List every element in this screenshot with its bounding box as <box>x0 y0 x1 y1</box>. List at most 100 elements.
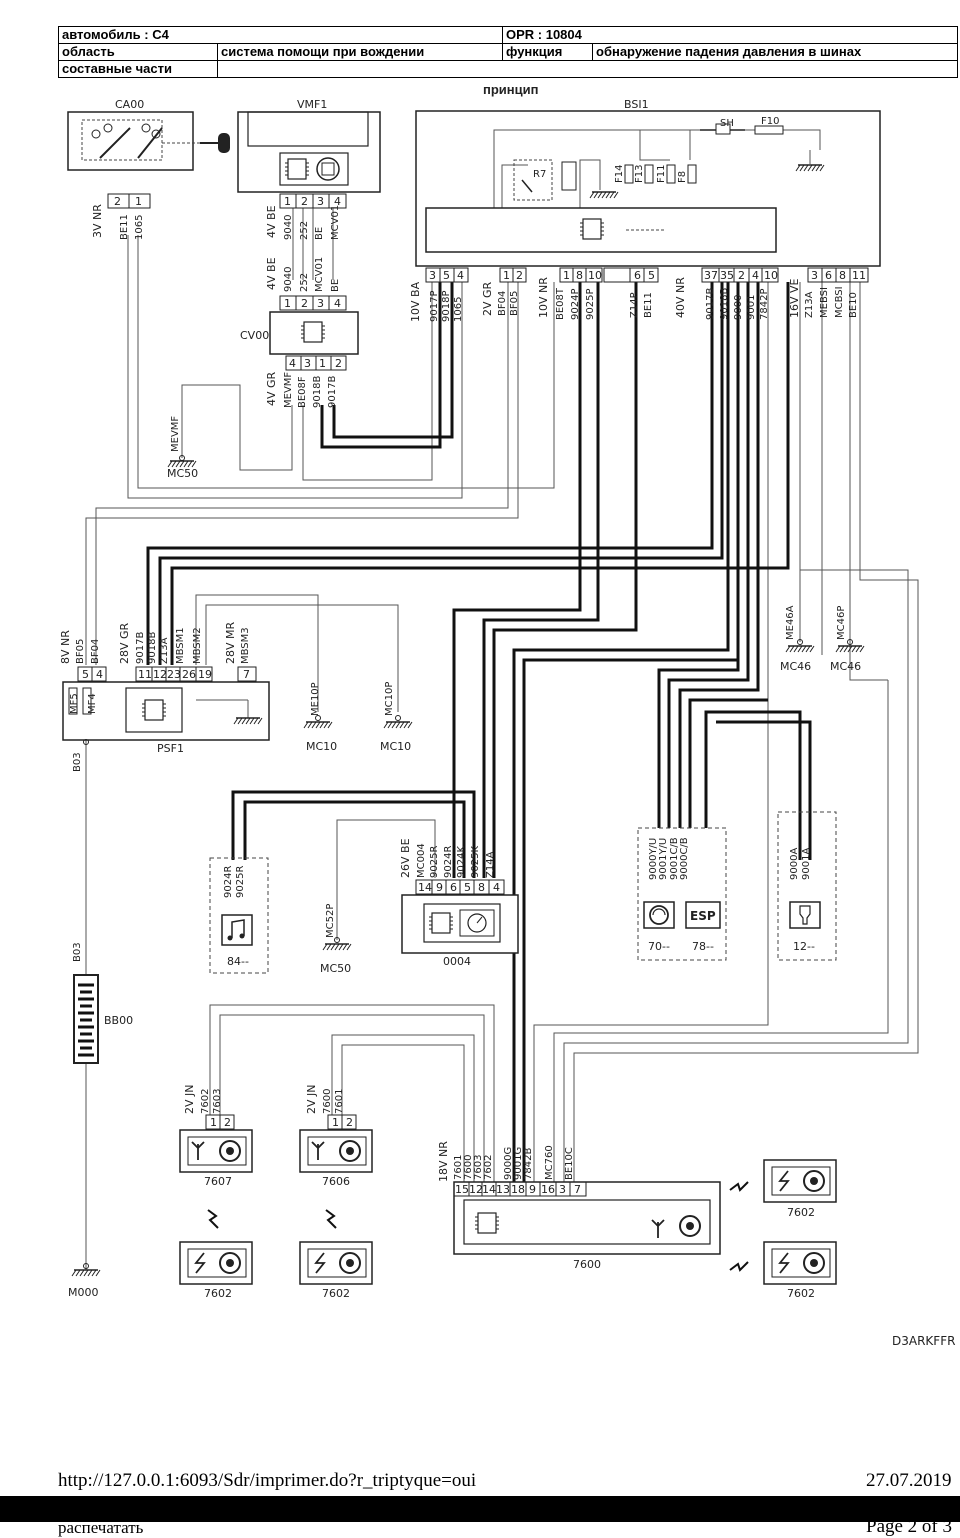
bsi-ve-pin-8: 8 <box>839 269 846 282</box>
ca00-pin-2: 2 <box>114 195 121 208</box>
ca00-sig-1065: 1065 <box>134 215 145 240</box>
c0004-pin-5: 5 <box>464 881 471 894</box>
cv00-bot-pin-1: 1 <box>319 357 326 370</box>
bsi-ba-sig-3: 1065 <box>453 297 464 322</box>
ground-mc50-bottom: MC52P MC50 <box>320 904 352 975</box>
vmf1-sig-2: 252 <box>299 221 310 240</box>
ground-mc52p-label: MC52P <box>325 904 336 938</box>
antenna-icon <box>311 1141 325 1160</box>
footer-page-number: Page 2 of 3 <box>866 1516 953 1537</box>
bsi-nr10-pin-10: 10 <box>588 269 602 282</box>
c12-sig-1: 9000A <box>789 848 800 880</box>
wireless-icon <box>729 1181 749 1192</box>
psf-mr-pin-7: 7 <box>243 668 250 681</box>
lightning-icon <box>194 1252 206 1274</box>
page-separator-bar <box>0 1496 960 1522</box>
c7600-pin-16: 16 <box>541 1183 555 1196</box>
vmf1-label: VMF1 <box>297 98 327 111</box>
psf-nr-pin-5: 5 <box>82 668 89 681</box>
cv00-conn-top-title: 4V BE <box>265 257 278 290</box>
bsi1-connectors: 3 5 4 10V BA 9017P 9018P 1065 1 2 2V GR … <box>409 267 869 322</box>
ca00-conn-title: 3V NR <box>91 204 104 238</box>
c7602-c-label: 7602 <box>787 1206 815 1219</box>
c7600-pin-14: 14 <box>482 1183 496 1196</box>
battery-bb00: B03 BB00 <box>72 942 133 1064</box>
bsi-z-sig-2: BE11 <box>643 292 654 318</box>
c7600-sig-9: BE10C <box>564 1147 575 1180</box>
vmf1-conn-title: 4V BE <box>265 205 278 238</box>
ground-mc10-b-label: MC10 <box>380 740 411 753</box>
c7600-pin-7: 7 <box>574 1183 581 1196</box>
c7600-pin-12: 12 <box>469 1183 483 1196</box>
bsi-gr-sig-1: BF04 <box>497 291 508 316</box>
cv00-top-pin-3: 3 <box>317 297 324 310</box>
c12-label: 12-- <box>793 940 815 953</box>
bsi-z-pin-5: 5 <box>648 269 655 282</box>
footer-date: 27.07.2019 <box>866 1470 952 1491</box>
vmf1-pin-1: 1 <box>284 195 291 208</box>
c7606-label: 7606 <box>322 1175 350 1188</box>
c7600-sig-2: 7600 <box>463 1155 474 1180</box>
cv00-module: 4V BE 9040 252 MCV01 BE 1 2 3 4 CV00 4 3… <box>240 257 359 408</box>
bsi-nr10-pin-8: 8 <box>576 269 583 282</box>
ground-mc10p-label: MC10P <box>384 682 395 716</box>
bsi-nr40-sig-3: 9000 <box>733 295 744 320</box>
ground-mc10-a: ME10P MC10 <box>303 682 337 753</box>
bsi-ve-pin-3: 3 <box>811 269 818 282</box>
psf-mr-sig-1: MBSM3 <box>240 627 251 664</box>
fuse-f8-label: F8 <box>677 171 688 183</box>
cv00-top-pin-4: 4 <box>334 297 341 310</box>
c7606-sig-1: 7600 <box>322 1089 333 1114</box>
psf-gr-pin-23: 23 <box>167 668 181 681</box>
wiring-diagram: принцип <box>59 82 955 1348</box>
footer-print-link[interactable]: распечатать <box>58 1518 144 1537</box>
fuse-f11-label: F11 <box>656 165 667 183</box>
sensor-12: 9000A 9001A 12-- <box>777 811 837 961</box>
psf-gr-pin-26: 26 <box>182 668 196 681</box>
vmf1-pin-4: 4 <box>334 195 341 208</box>
c7600-pin-15: 15 <box>455 1183 469 1196</box>
antenna-icon <box>651 1219 665 1238</box>
bsi-ba-title: 10V BA <box>409 281 422 322</box>
psf-gr-pin-12: 12 <box>153 668 167 681</box>
psf-gr-sig-2: 9018B <box>147 632 158 664</box>
cv00-top-sig-1: 9040 <box>283 267 294 292</box>
c84-label: 84-- <box>227 955 249 968</box>
cv00-top-pin-2: 2 <box>301 297 308 310</box>
bsi-ve-sig-4: BE10 <box>848 292 859 318</box>
c0004-sig-6: Z14A <box>485 851 496 878</box>
c7600-sig-3: 7603 <box>473 1155 484 1180</box>
fuse-sh-label: SH <box>720 118 734 129</box>
bsi-ve-sig-3: MCBSI <box>834 286 845 318</box>
psf-gr-sig-1: 9017B <box>135 632 146 664</box>
antenna-icon <box>191 1141 205 1160</box>
c7600-pin-3: 3 <box>559 1183 566 1196</box>
cv00-bot-pin-3: 3 <box>304 357 311 370</box>
c84-sig-1: 9024R <box>223 866 234 898</box>
bsi-gr-pin-1: 1 <box>503 269 510 282</box>
cv00-bot-pin-2: 2 <box>335 357 342 370</box>
c7606-sig-2: 7601 <box>334 1089 345 1114</box>
c0004-sig-4: 9024K <box>456 846 467 878</box>
cv00-conn-bot-title: 4V GR <box>265 371 278 406</box>
bsi-nr40-pin-10: 10 <box>764 269 778 282</box>
wireless-icon <box>207 1209 219 1229</box>
ca00-ignition-switch: CA00 2 1 3V NR BE11 1065 <box>67 98 230 240</box>
sensor-7602-d: 7602 <box>763 1241 837 1300</box>
cv00-top-sig-2: 252 <box>299 273 310 292</box>
ground-mc50-label: MC50 <box>167 467 198 480</box>
c0004-sig-5: 9025K <box>470 846 481 878</box>
bb00-label: BB00 <box>104 1014 133 1027</box>
wire-b03-top-label: B03 <box>72 752 83 772</box>
c7602-a-label: 7602 <box>204 1287 232 1300</box>
c70-sig-2: 9001Y/U <box>658 838 669 880</box>
c0004-pin-14: 14 <box>418 881 432 894</box>
c7600-sig-5: 9000G <box>503 1147 514 1180</box>
header-table: автомобиль : C4 OPR : 10804 область сист… <box>58 26 958 78</box>
cv00-label: CV00 <box>240 329 269 342</box>
relay-r7-label: R7 <box>533 169 546 180</box>
c70-sig-1: 9000Y/U <box>648 838 659 880</box>
c70-sig-3: 9001C/B <box>669 837 680 880</box>
bsi-nr40-pin-37: 37 <box>704 269 718 282</box>
footer-url[interactable]: http://127.0.0.1:6093/Sdr/imprimer.do?r_… <box>58 1470 477 1491</box>
